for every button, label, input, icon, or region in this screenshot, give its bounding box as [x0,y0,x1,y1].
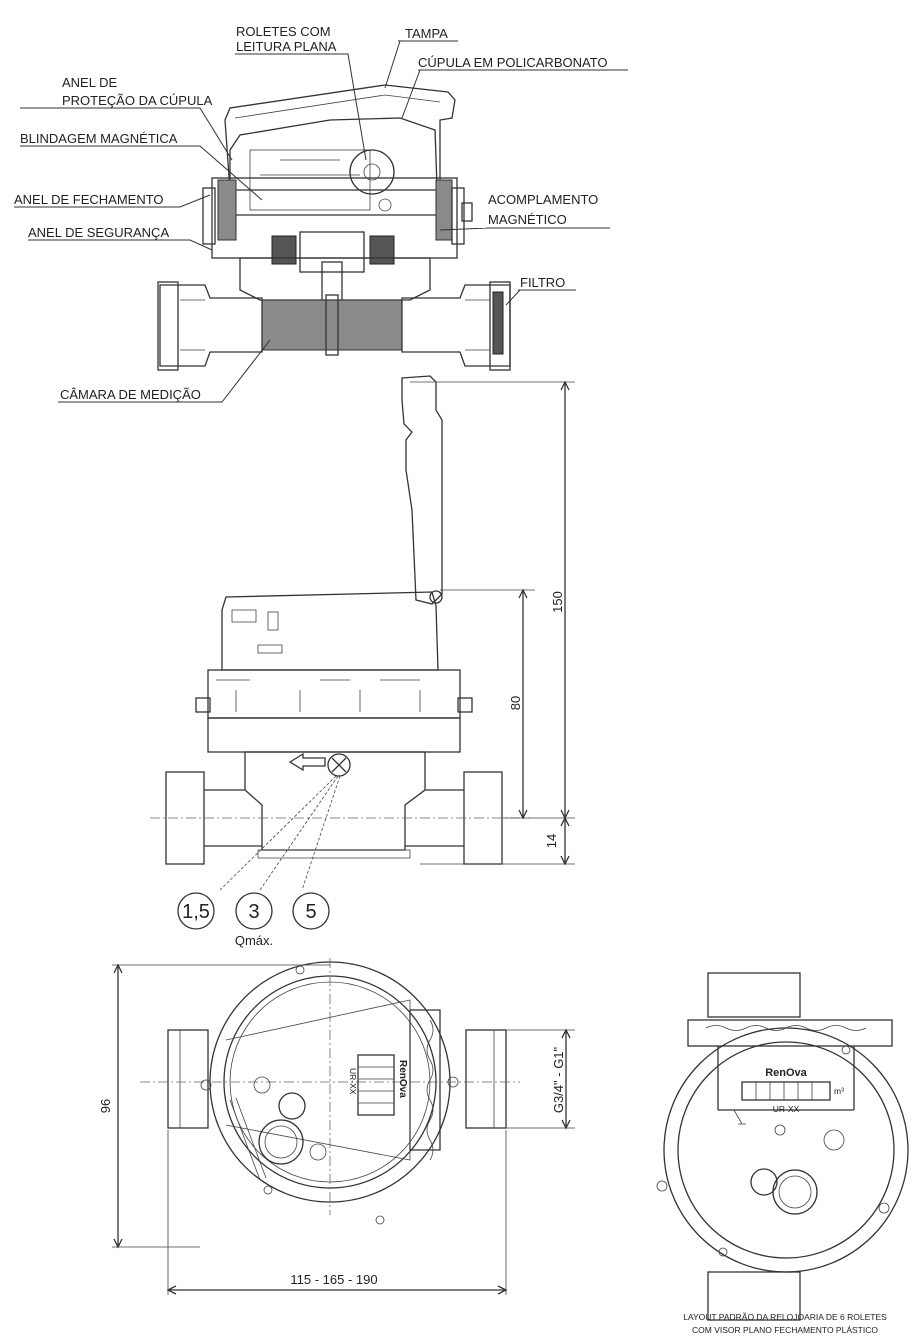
qmax-circle-3 [292,892,330,930]
label-cupula: CÚPULA EM POLICARBONATO [418,55,608,70]
side-view [150,375,530,891]
label-anel-protecao-1: ANEL DE [62,75,117,90]
label-tampa: TAMPA [405,26,448,41]
label-anel-seguranca: ANEL DE SEGURANÇA [28,225,169,240]
qmax-label: Qmáx. [235,933,273,948]
dim-base-offset: 14 [544,834,559,848]
side-dimensions: 150 80 14 [410,380,575,866]
top-view: RenOva UR-XX 96 115 - 165 - 190 G3/4" - … [98,958,575,1295]
caption-line-1: LAYOUT PADRÃO DA RELOJOARIA DE 6 ROLETES [683,1312,887,1322]
dim-total-height: 150 [550,591,565,613]
dim-thread: G3/4" - G1" [551,1046,566,1113]
qmax-value-1: 1,5 [182,901,210,923]
label-acoplamento-1: ACOMPLAMENTO [488,192,598,207]
label-roletes-2: LEITURA PLANA [236,39,337,54]
component-labels: ROLETES COM LEITURA PLANA TAMPA CÚPULA E… [14,24,608,402]
caption: LAYOUT PADRÃO DA RELOJOARIA DE 6 ROLETES… [683,1312,887,1335]
qmax-value-3: 5 [305,901,316,923]
section-view [157,84,511,371]
register-layout: RenOva m³ UR-XX [656,972,909,1321]
qmax-circle-2 [235,892,273,930]
label-acoplamento-2: MAGNÉTICO [488,212,567,227]
register-unit: m³ [834,1086,844,1096]
dim-width: 96 [98,1099,113,1113]
dim-body-height: 80 [508,696,523,710]
top-view-model: UR-XX [348,1068,358,1095]
dim-length: 115 - 165 - 190 [290,1272,377,1287]
register-model: UR-XX [773,1104,800,1114]
label-anel-protecao-2: PROTEÇÃO DA CÚPULA [62,93,213,108]
qmax-selector: 1,5 3 5 Qmáx. [177,892,330,948]
label-blindagem: BLINDAGEM MAGNÉTICA [20,131,178,146]
label-roletes-1: ROLETES COM [236,24,331,39]
caption-line-2: COM VISOR PLANO FECHAMENTO PLÁSTICO [692,1325,878,1335]
qmax-value-2: 3 [248,901,259,923]
label-camara: CÂMARA DE MEDIÇÃO [60,387,201,402]
leader-lines [14,40,628,403]
register-brand: RenOva [765,1067,807,1079]
qmax-circle-1 [177,892,215,930]
top-view-brand: RenOva [397,1060,408,1098]
label-anel-fechamento: ANEL DE FECHAMENTO [14,192,164,207]
label-filtro: FILTRO [520,275,565,290]
